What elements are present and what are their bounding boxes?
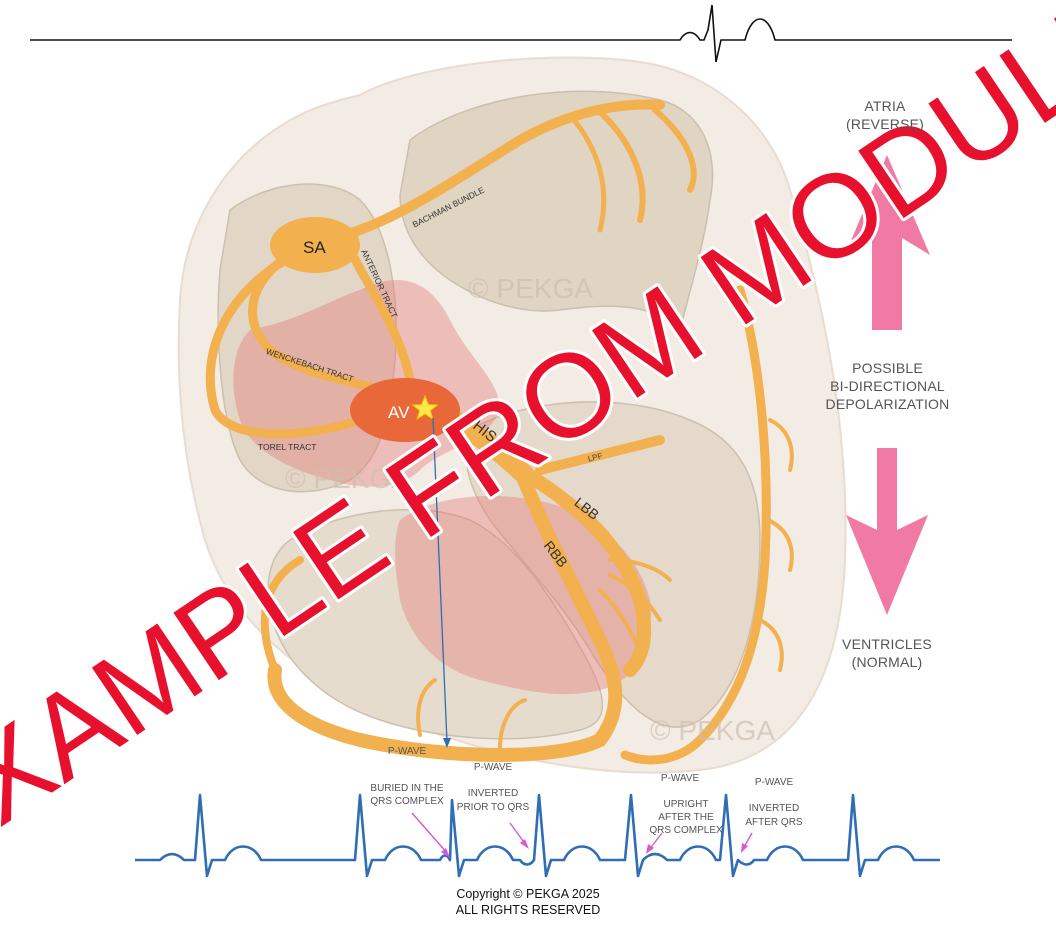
purkinje-branch-d <box>416 678 437 737</box>
av-to-ecg-pointer-arrowhead <box>443 738 451 748</box>
ecg-annotation-1-title: P-WAVE <box>388 746 427 757</box>
ventricles-label-line2: (NORMAL) <box>851 654 923 670</box>
conduction-pathways <box>205 99 794 765</box>
lbb-path <box>513 463 652 677</box>
right-ventricle-chamber <box>267 508 604 740</box>
purkinje-fan-2 <box>608 573 662 622</box>
purkinje-fan-1 <box>608 558 672 582</box>
ecg-annotation-3-line2: AFTER THE <box>658 812 714 823</box>
copyright-line1: Copyright © PEKGA 2025 <box>456 887 600 901</box>
purkinje-branch-e <box>498 698 527 750</box>
rbb-path <box>267 463 623 762</box>
ecg-pointer-3-head <box>646 844 654 854</box>
ecg-pointer-1-head <box>441 848 450 858</box>
purkinje-branch-b <box>766 518 794 572</box>
ecg-annotation-1-line1: BURIED IN THE <box>370 783 443 794</box>
ventricles-label: VENTRICLES (NORMAL) <box>822 635 952 671</box>
copyright-footer: Copyright © PEKGA 2025 ALL RIGHTS RESERV… <box>0 886 1056 918</box>
purkinje-branch-a <box>768 418 794 472</box>
purkinje-fan-3 <box>598 588 642 652</box>
ecg-strip: P-WAVE BURIED IN THE QRS COMPLEX P-WAVE … <box>135 746 940 878</box>
left-atrial-branch-2 <box>652 107 697 193</box>
ecg-annotation-3-title: P-WAVE <box>661 773 700 784</box>
bidirectional-label-line1: POSSIBLE <box>852 360 923 376</box>
torel-tract-path <box>205 255 365 439</box>
av-to-ecg-pointer-line <box>432 417 448 743</box>
copyright-line2: ALL RIGHTS RESERVED <box>455 903 601 917</box>
atria-label-line1: ATRIA <box>864 98 906 114</box>
purkinje-outer-left <box>260 556 304 674</box>
ecg-trace <box>135 793 940 878</box>
ecg-annotation-3-line3: QRS COMPLEX <box>649 825 723 836</box>
label-torel-tract: TOREL TRACT <box>258 442 316 452</box>
ventricles-down-arrow-icon <box>846 448 928 615</box>
bidirectional-label-line3: DEPOLARIZATION <box>825 396 950 412</box>
ventricles-label-line1: VENTRICLES <box>842 636 932 652</box>
bidirectional-label-line2: BI-DIRECTIONAL <box>830 378 945 394</box>
ecg-annotation-1-line2: QRS COMPLEX <box>370 796 444 807</box>
ecg-annotation-2-line2: PRIOR TO QRS <box>457 802 530 813</box>
ecg-pointer-4-head <box>741 843 748 853</box>
left-atrium-chamber <box>399 90 714 332</box>
top-ecg-divider <box>30 4 1012 63</box>
ecg-annotation-4-line1: INVERTED <box>749 803 799 814</box>
ecg-pointer-1 <box>411 812 449 855</box>
ecg-annotation-3-line1: UPRIGHT <box>664 799 709 810</box>
atria-label: ATRIA (REVERSE) <box>830 97 940 133</box>
label-lpf: LPF <box>587 451 604 464</box>
sa-node <box>270 217 360 273</box>
purkinje-outer-right <box>620 285 771 765</box>
ecg-annotation-4-line2: AFTER QRS <box>745 817 803 828</box>
av-node <box>350 378 460 442</box>
atria-up-arrow-icon <box>845 155 930 330</box>
left-atrial-branch-3 <box>567 112 607 233</box>
ecg-annotation-4-title: P-WAVE <box>755 777 794 788</box>
depolarization-region-ventricles <box>395 496 651 695</box>
watermark-1: © PEKGA <box>468 273 593 304</box>
label-av: AV <box>388 403 410 422</box>
bidirectional-label: POSSIBLE BI-DIRECTIONAL DEPOLARIZATION <box>820 359 955 413</box>
watermark-2: © PEKGA <box>285 463 410 494</box>
ecg-annotation-2-line1: INVERTED <box>468 788 518 799</box>
purkinje-branch-c <box>758 618 784 672</box>
ecg-annotation-2-title: P-WAVE <box>474 762 513 773</box>
ecg-pointer-2-head <box>520 839 529 849</box>
bachman-bundle-path <box>320 99 665 245</box>
lpf-path <box>535 435 665 475</box>
av-origin-star-icon <box>411 394 439 421</box>
watermark-3: © PEKGA <box>650 715 775 746</box>
label-sa: SA <box>303 238 326 257</box>
atria-label-line2: (REVERSE) <box>845 116 925 132</box>
left-atrial-branch-1 <box>597 109 646 223</box>
